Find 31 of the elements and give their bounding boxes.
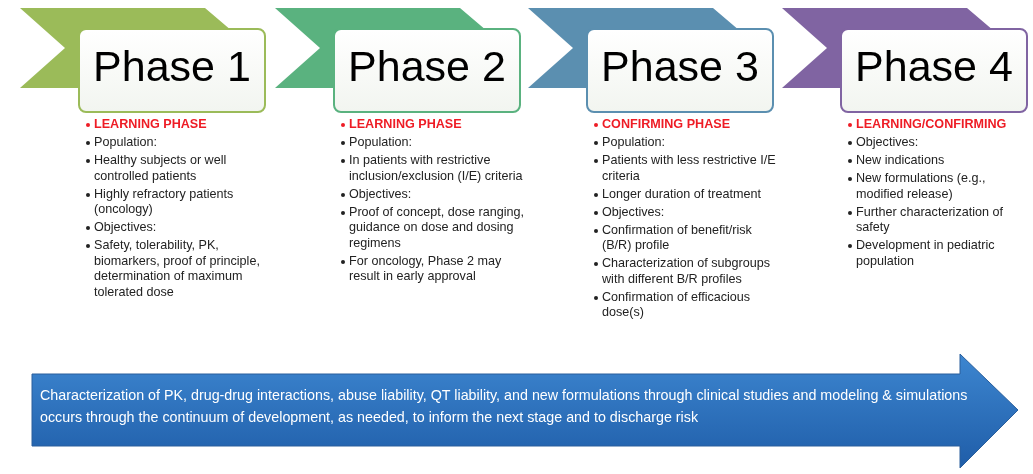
bullet-item: For oncology, Phase 2 may result in early approval bbox=[340, 253, 525, 285]
phase-title: Phase 4 bbox=[854, 42, 1014, 91]
bullet-item: Population: bbox=[340, 135, 525, 151]
bullet-item: Objectives: bbox=[847, 135, 1032, 151]
phase-title: Phase 1 bbox=[92, 42, 252, 91]
bullet-item: Confirmation of efficacious dose(s) bbox=[593, 289, 778, 321]
arrow-text: Characterization of PK, drug-drug interactions, abuse liability, QT liability, and new formulations through clinical studies and modeling & simulations occurs through the continuum of development, as needed, to inform the next stage and to discharge risk bbox=[40, 386, 969, 427]
bullet-item: Longer duration of treatment bbox=[593, 186, 778, 202]
bullet-item: Highly refractory patients (oncology) bbox=[85, 186, 270, 218]
bullet-item: Population: bbox=[85, 135, 270, 151]
bullet-item: Safety, tolerability, PK, biomarkers, proof of principle, determination of maximum tolerated dose bbox=[85, 238, 270, 300]
bullet-item: New formulations (e.g., modified release) bbox=[847, 171, 1032, 202]
bullet-item: In patients with restrictive inclusion/exclusion (I/E) criteria bbox=[340, 153, 525, 184]
phase-type-label: LEARNING PHASE bbox=[85, 117, 270, 133]
bullet-item: Confirmation of benefit/risk (B/R) profile bbox=[593, 222, 778, 254]
phase-title: Phase 2 bbox=[347, 42, 507, 91]
bullet-item: Patients with less restrictive I/E criteria bbox=[593, 153, 778, 184]
bullet-item: Proof of concept, dose ranging, guidance on dose and dosing regimens bbox=[340, 204, 525, 251]
phase-type-label: LEARNING/CONFIRMING bbox=[847, 117, 1032, 133]
bullet-item: Characterization of subgroups with different B/R profiles bbox=[593, 256, 778, 287]
bullet-item: New indications bbox=[847, 153, 1032, 169]
phase-title: Phase 3 bbox=[600, 42, 760, 91]
bullet-item: Objectives: bbox=[340, 186, 525, 202]
bullet-item: Population: bbox=[593, 135, 778, 151]
bullet-item: Further characterization of safety bbox=[847, 204, 1032, 236]
phase-type-label: LEARNING PHASE bbox=[340, 117, 525, 133]
bullet-item: Objectives: bbox=[85, 220, 270, 236]
bullet-item: Objectives: bbox=[593, 204, 778, 220]
bullet-item: Development in pediatric population bbox=[847, 238, 1032, 269]
phase-type-label: CONFIRMING PHASE bbox=[593, 117, 778, 133]
bullet-item: Healthy subjects or well controlled patients bbox=[85, 153, 270, 184]
